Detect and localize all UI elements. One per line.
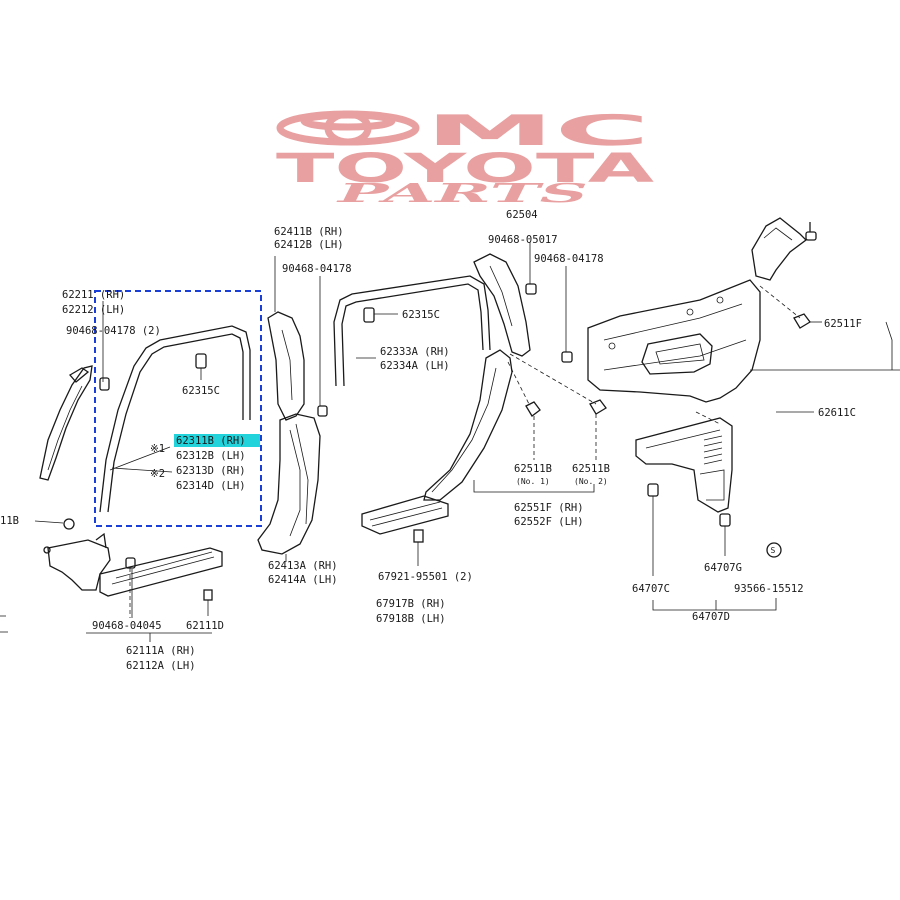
leader-mark1 xyxy=(109,446,171,471)
quarter-weatherstrip xyxy=(333,275,491,387)
logo-parts-text: PARTS xyxy=(335,179,588,209)
label-90468-04178-2: 90468-04178 (2) xyxy=(66,325,161,337)
label-62311b: 62311B (RH) xyxy=(176,435,246,447)
logo-toyota-text: TOYOTA xyxy=(276,146,654,192)
upper-quarter-garnish xyxy=(751,217,817,281)
scuff-plate-front xyxy=(43,532,223,597)
clip-center-pillar xyxy=(317,405,328,417)
label-67921: 67921-95501 (2) xyxy=(378,571,473,583)
label-62551f: 62551F (RH) xyxy=(514,502,584,514)
clip-62315c-left xyxy=(195,353,207,380)
label-62212: 62212 (LH) xyxy=(62,304,125,316)
front-pillar-garnish xyxy=(39,365,93,481)
leader-62551f xyxy=(473,480,595,493)
label-62412b: 62412B (LH) xyxy=(274,239,344,251)
edge-fragment xyxy=(0,615,8,633)
label-67918b: 67918B (LH) xyxy=(376,613,446,625)
center-pillar-garnish xyxy=(257,311,321,555)
label-62511b-2-note: (No. 2) xyxy=(574,477,608,486)
clip-64707c xyxy=(647,483,659,576)
label-62312b: 62312B (LH) xyxy=(176,450,246,462)
clip-64707g xyxy=(719,513,731,556)
label-90468-04178-right: 90468-04178 xyxy=(534,253,604,265)
clip-62511f xyxy=(793,313,822,329)
screw-67921 xyxy=(413,529,424,566)
quarter-trim-panel xyxy=(587,279,761,403)
label-64707d: 64707D xyxy=(692,611,730,623)
dash-lower-trim xyxy=(695,411,721,425)
lower-quarter-trim xyxy=(635,417,733,513)
label-62112a: 62112A (LH) xyxy=(126,660,196,672)
label-62314d: 62314D (LH) xyxy=(176,480,246,492)
label-90468-04178-mid: 90468-04178 xyxy=(282,263,352,275)
label-62611c: 62611C xyxy=(818,407,856,419)
rear-scuff-plate xyxy=(361,495,449,535)
label-62333a: 62333A (RH) xyxy=(380,346,450,358)
leader-64707d xyxy=(652,598,777,611)
s-mark-icon: S xyxy=(766,542,782,558)
label-62511b-1: 62511B xyxy=(514,463,552,475)
logo-mc-text: MC xyxy=(425,106,650,155)
screw-62111d xyxy=(203,589,213,616)
label-64707g: 64707G xyxy=(704,562,742,574)
clip-90468-04045 xyxy=(125,557,136,618)
label-62315c-center: 62315C xyxy=(402,309,440,321)
rear-pillar-lower xyxy=(423,349,513,501)
label-mark2: ※2 xyxy=(150,468,165,480)
clip-62315c-center xyxy=(363,307,398,323)
label-67917b: 67917B (RH) xyxy=(376,598,446,610)
label-62504: 62504 xyxy=(506,209,538,221)
label-62313d: 62313D (RH) xyxy=(176,465,246,477)
leader-mark2 xyxy=(111,467,173,473)
dash-rear-pillar-2 xyxy=(507,361,531,407)
dash-62511f xyxy=(759,285,801,319)
label-62413a: 62413A (RH) xyxy=(268,560,338,572)
label-93566: 93566-15512 xyxy=(734,583,804,595)
label-64707c: 64707C xyxy=(632,583,670,595)
label-62414a: 62414A (LH) xyxy=(268,574,338,586)
label-90468-04045: 90468-04045 xyxy=(92,620,162,632)
highlight-box xyxy=(94,290,262,527)
leader-62111a xyxy=(86,632,212,642)
label-62511f: 62511F xyxy=(824,318,862,330)
s-mark-text: S xyxy=(771,546,776,555)
highlight-label-bg xyxy=(174,434,260,447)
clip-11b xyxy=(34,518,75,530)
omc-toyota-logo: MC TOYOTA PARTS xyxy=(276,106,654,209)
label-62315c-left: 62315C xyxy=(182,385,220,397)
part-labels: 62211 (RH) 62212 (LH) 90468-04178 (2) 62… xyxy=(0,209,862,672)
door-weatherstrip xyxy=(99,325,251,513)
dash-rear-pillar-1 xyxy=(509,353,597,405)
label-11b: 11B xyxy=(0,515,19,527)
label-62511b-1-note: (No. 1) xyxy=(516,477,550,486)
label-62552f: 62552F (LH) xyxy=(514,516,584,528)
label-62211: 62211 (RH) xyxy=(62,289,125,301)
rear-pillar-upper xyxy=(473,253,531,357)
leader-62511f xyxy=(885,321,893,370)
clip-62211 xyxy=(99,377,110,391)
label-62334a: 62334A (LH) xyxy=(380,360,450,372)
clip-rear-pillar xyxy=(525,283,607,417)
label-62511b-2: 62511B xyxy=(572,463,610,475)
label-62111a: 62111A (RH) xyxy=(126,645,196,657)
label-mark1: ※1 xyxy=(150,443,165,455)
toyota-emblem-icon xyxy=(276,110,420,146)
label-62411b: 62411B (RH) xyxy=(274,226,344,238)
label-90468-05017: 90468-05017 xyxy=(488,234,558,246)
label-62111d: 62111D xyxy=(186,620,224,632)
